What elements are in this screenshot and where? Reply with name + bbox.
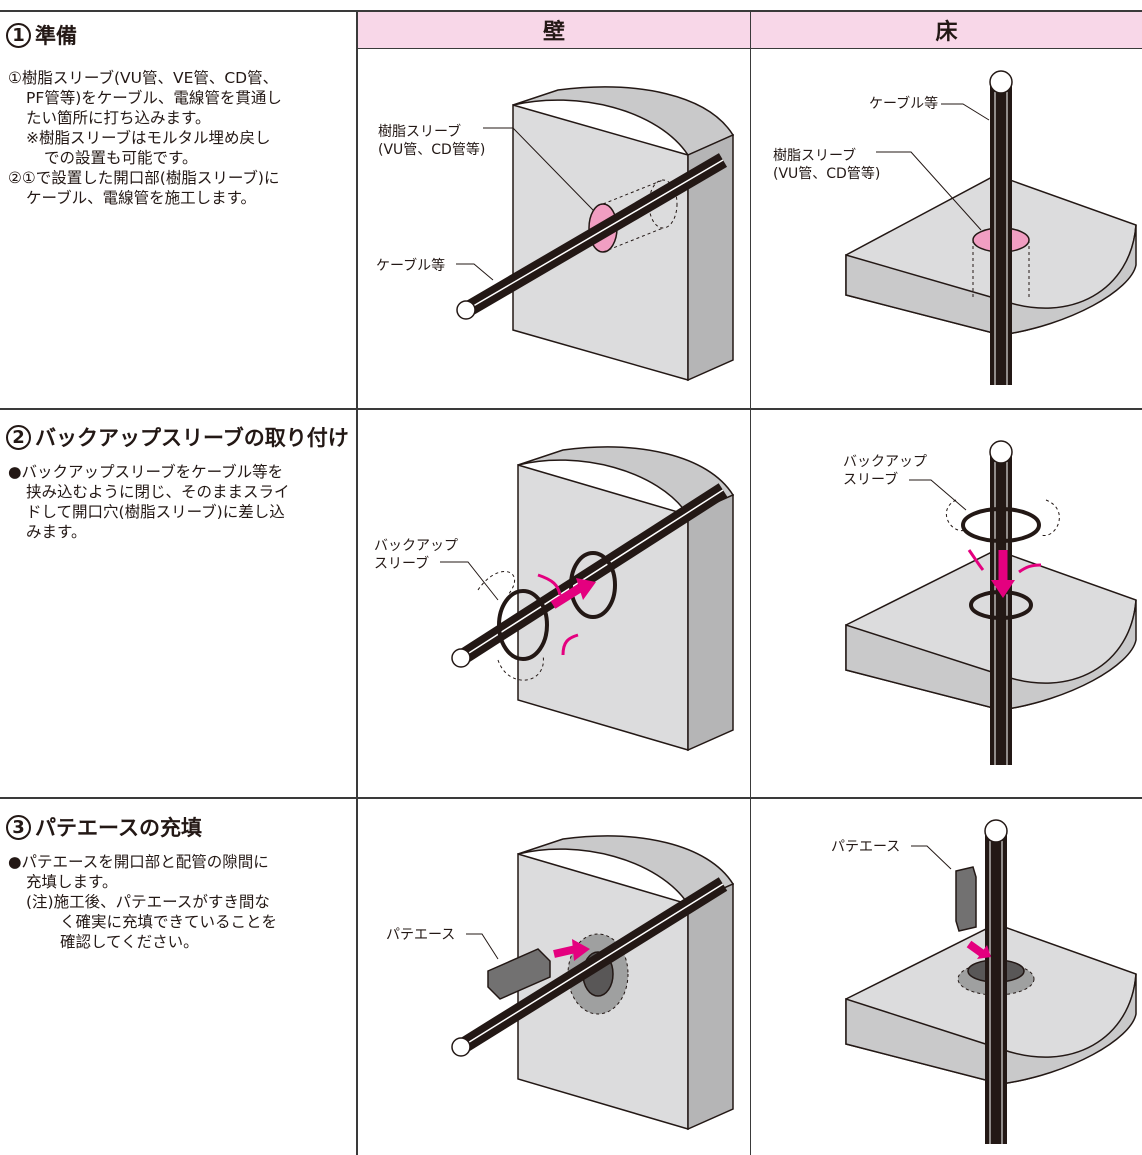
arrow-close-right — [1018, 563, 1042, 574]
top-border — [0, 10, 1142, 12]
step1-line: たい箇所に打ち込みます。 — [26, 109, 211, 127]
step2-description: ●バックアップスリーブをケーブル等を 挟み込むように閉じ、そのままスライ ドして… — [8, 462, 348, 542]
column-divider-left — [356, 10, 358, 1155]
putty-block — [955, 866, 977, 932]
step1-line: ※樹脂スリーブはモルタル埋め戻し — [26, 129, 271, 147]
step3-line: (注)施工後、パテエースがすき間な — [26, 893, 270, 911]
label-backup-1: バックアップ — [374, 538, 458, 554]
row2-bottom-border — [0, 797, 1142, 799]
label-backup-1: バックアップ — [843, 454, 927, 470]
row1-bottom-border — [0, 408, 1142, 410]
step1-title: 1 準備 — [6, 20, 77, 50]
step2-wall-illustration: バックアップ スリーブ — [374, 446, 735, 752]
step3-title-text: パテエースの充填 — [35, 816, 202, 840]
putty-block — [487, 948, 551, 1000]
step1-description: ①樹脂スリーブ(VU管、VE管、CD管、 PF管等)をケーブル、電線管を貫通し … — [8, 68, 348, 208]
sleeve-dashed — [602, 179, 664, 253]
label-resin-sleeve: 樹脂スリーブ — [378, 123, 461, 140]
step2-title-text: バックアップスリーブの取り付け — [35, 426, 349, 450]
step2-line: 挟み込むように閉じ、そのままスライ — [26, 483, 290, 501]
step1-line: ②①で設置した開口部(樹脂スリーブ)に — [8, 169, 280, 187]
step3-line: く確実に充填できていることを — [60, 913, 278, 931]
label-cable: ケーブル等 — [869, 95, 938, 112]
arrow-close-bottom — [561, 633, 579, 656]
column-divider-right — [750, 10, 751, 1155]
step1-line: PF管等)をケーブル、電線管を貫通し — [26, 89, 282, 107]
step1-number: 1 — [6, 22, 31, 48]
step1-line: での設置も可能です。 — [44, 149, 198, 167]
header-bottom-border — [357, 48, 1142, 49]
step2-line: ●バックアップスリーブをケーブル等を — [8, 463, 284, 481]
floor-edge — [845, 224, 1137, 336]
backup-sleeve-open — [961, 507, 1041, 543]
step3-title: 3 パテエースの充填 — [6, 812, 202, 842]
arrow-close-left — [967, 549, 985, 571]
step3-line: ●パテエースを開口部と配管の隙間に — [8, 853, 269, 871]
step1-line: ①樹脂スリーブ(VU管、VE管、CD管、 — [8, 69, 279, 87]
step2-floor-illustration: バックアップ スリーブ — [843, 440, 1137, 765]
header-wall: 壁 — [358, 12, 750, 48]
label-putty: パテエース — [831, 839, 900, 855]
label-cable: ケーブル等 — [376, 257, 445, 274]
step3-wall-illustration: パテエース — [386, 835, 735, 1131]
header-floor-label: 床 — [935, 20, 958, 45]
label-resin-sleeve: 樹脂スリーブ — [773, 147, 856, 164]
step1-floor-illustration: ケーブル等 樹脂スリーブ (VU管、CD管等) — [773, 70, 1137, 385]
step3-description: ●パテエースを開口部と配管の隙間に 充填します。 (注)施工後、パテエースがすき… — [8, 852, 348, 952]
step2-title: 2 バックアップスリーブの取り付け — [6, 422, 349, 452]
header-wall-label: 壁 — [542, 20, 565, 45]
step3-floor-illustration: パテエース — [831, 819, 1137, 1144]
backup-sleeve-open — [497, 589, 549, 661]
step3-number: 3 — [6, 814, 31, 840]
label-backup-2: スリーブ — [374, 555, 429, 572]
step2-line: みます。 — [26, 523, 87, 541]
arrow-close-top — [537, 573, 562, 596]
arrow-fill — [966, 940, 986, 958]
wall-side — [687, 133, 734, 382]
header-floor: 床 — [751, 12, 1142, 48]
step1-title-text: 準備 — [35, 24, 77, 48]
label-backup-2: スリーブ — [843, 471, 898, 488]
arrow-slide — [550, 584, 583, 609]
backup-sleeve-installed — [569, 551, 617, 619]
label-resin-sleeve-types: (VU管、CD管等) — [378, 141, 485, 158]
step2-line: ドして開口穴(樹脂スリーブ)に差し込 — [26, 503, 285, 521]
arrow-fill — [553, 945, 577, 958]
label-resin-sleeve-types: (VU管、CD管等) — [773, 165, 880, 182]
step1-line: ケーブル、電線管を施工します。 — [26, 189, 257, 207]
step1-wall-illustration: 樹脂スリーブ (VU管、CD管等) ケーブル等 — [376, 86, 735, 382]
step3-line: 充填します。 — [26, 873, 118, 891]
step3-line: 確認してください。 — [60, 933, 199, 951]
step2-number: 2 — [6, 424, 31, 450]
label-putty: パテエース — [386, 927, 455, 943]
